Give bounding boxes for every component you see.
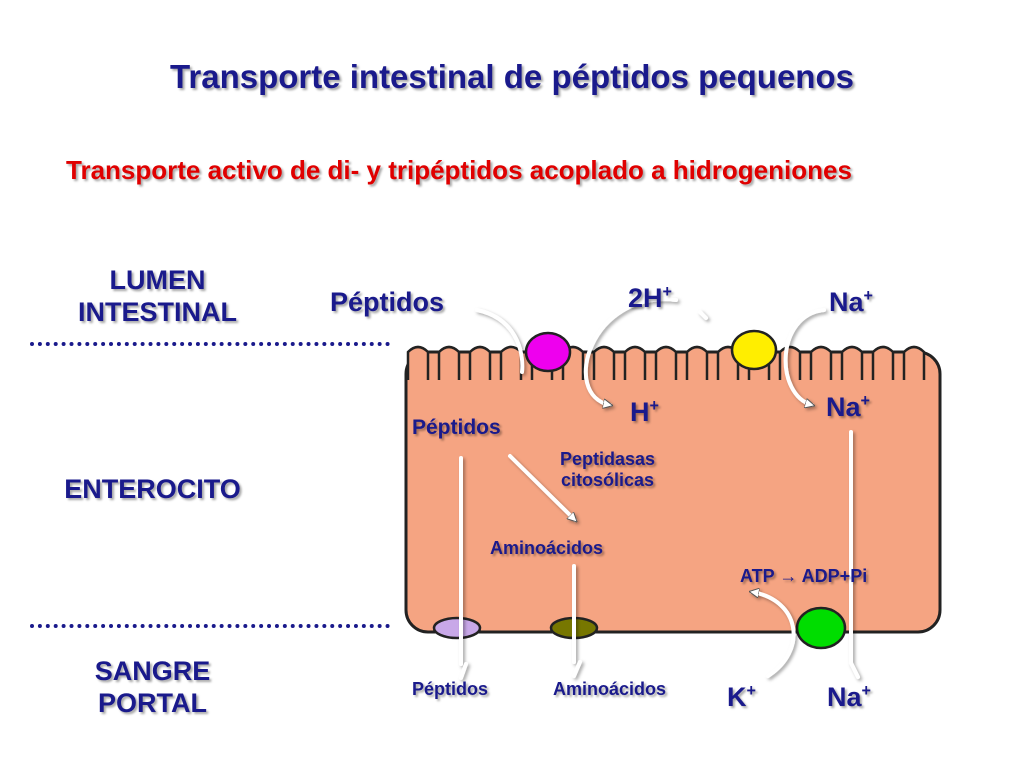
label-na-blood: Na+ (827, 682, 871, 712)
h-exit-tick (698, 310, 708, 320)
label-aminoacidos-blood: Aminoácidos (553, 679, 667, 699)
region-label-enterocito: ENTEROCITO (64, 474, 241, 504)
peptidase-arrow (508, 454, 575, 520)
microvillus (592, 345, 616, 380)
microvillus (654, 345, 678, 380)
peptide-entry-arrow (475, 308, 525, 374)
microvillus (871, 345, 895, 380)
microvillus (685, 345, 709, 380)
label-aminoacidos-cell: Aminoácidos (490, 538, 604, 558)
label-na-lumen: Na+ (829, 287, 873, 317)
microvillus (437, 345, 461, 380)
na-h-exchanger (730, 329, 778, 371)
na-basal-tick (849, 661, 860, 679)
microvillus (778, 345, 802, 380)
peptide-h-cotransporter (524, 331, 572, 373)
microvillus (623, 345, 647, 380)
region-label-lumen: LUMEN INTESTINAL (78, 265, 237, 327)
label-2h-lumen: 2H+ (628, 283, 672, 313)
peptide-basal-tick (459, 662, 468, 680)
label-atp-reaction: ATP → ADP+Pi (740, 566, 868, 586)
microvillus (809, 345, 833, 380)
label-peptidos-lumen: Péptidos (330, 287, 445, 317)
microvilli-brush-border (406, 345, 926, 380)
na-entry-arrow (783, 308, 826, 405)
na-k-pump (795, 606, 847, 650)
label-peptidos-blood: Péptidos (412, 679, 489, 699)
label-k-blood: K+ (727, 682, 756, 712)
microvillus (406, 345, 430, 380)
microvillus (840, 345, 864, 380)
basal-peptide-carrier (432, 616, 482, 640)
label-h-cell: H+ (630, 397, 659, 427)
apical-membrane-divider (30, 342, 390, 346)
microvillus (468, 345, 492, 380)
microvillus (902, 345, 926, 380)
h-entry-arrow (583, 297, 678, 405)
aminoacid-basal-tick (572, 660, 582, 678)
label-na-cell: Na+ (826, 392, 870, 422)
microvillus (499, 345, 523, 380)
label-peptidos-cell: Péptidos (412, 416, 501, 439)
page-subtitle: Transporte activo de di- y tripéptidos a… (66, 155, 852, 185)
k-entry-arrow (752, 592, 796, 678)
page-title: Transporte intestinal de péptidos pequen… (170, 58, 854, 95)
region-label-sangre: SANGRE PORTAL (94, 656, 211, 718)
basal-membrane-divider (30, 624, 390, 628)
label-peptidasas: Peptidasas citosólicas (559, 449, 656, 490)
